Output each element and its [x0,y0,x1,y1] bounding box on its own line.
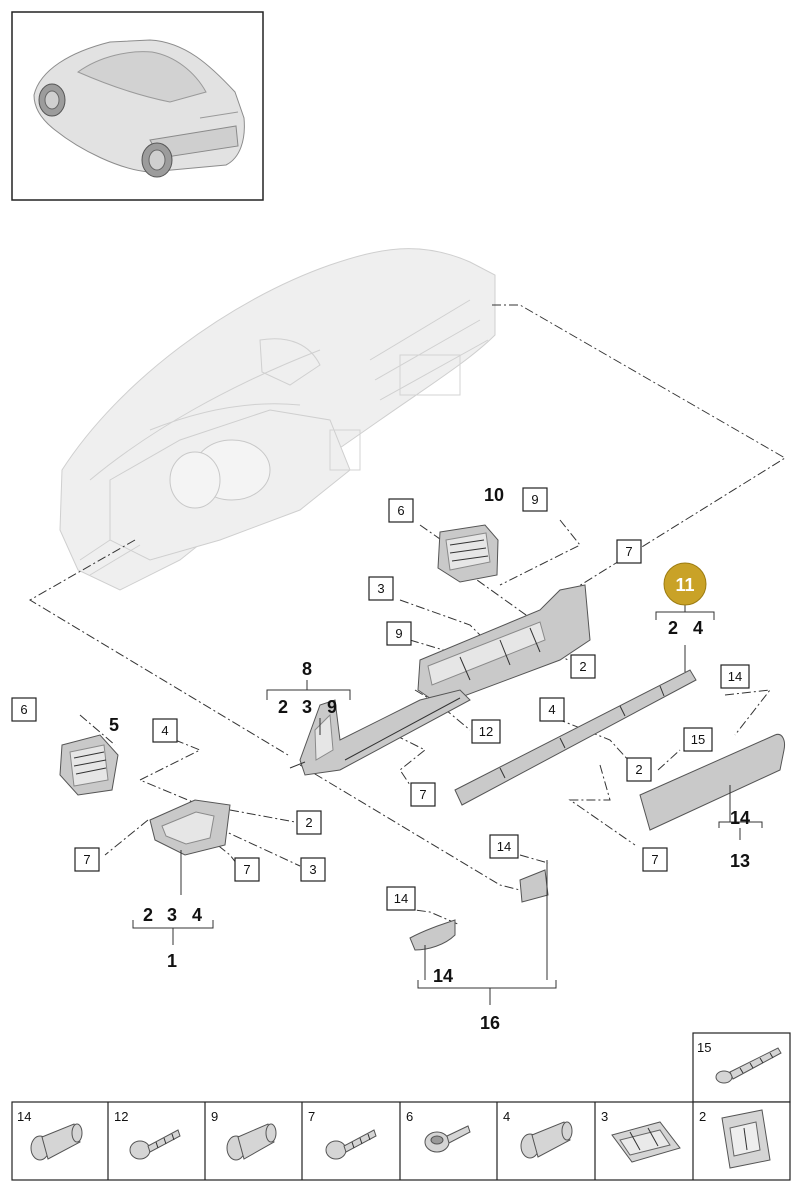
svg-text:7: 7 [625,544,632,559]
svg-text:9: 9 [395,626,402,641]
center-carrier-8 [289,689,471,776]
callout-13: 13 [730,851,750,871]
callout-11-sub-2: 2 [668,618,678,638]
callout-2-mid: 2 [570,654,596,679]
hardware-label: 7 [308,1109,315,1124]
svg-text:9: 9 [531,492,538,507]
vent-right-10 [437,524,499,583]
callout-9-mid: 9 [386,621,412,646]
callout-6-left: 6 [11,697,37,722]
hardware-label: 3 [601,1109,608,1124]
svg-text:4: 4 [548,702,555,717]
callout-15: 15 [683,727,713,752]
hardware-label: 6 [406,1109,413,1124]
flange-screw-icon [325,1129,377,1160]
svg-text:6: 6 [397,503,404,518]
callout-3-top: 3 [368,576,394,601]
svg-text:7: 7 [83,852,90,867]
svg-text:12: 12 [479,724,493,739]
bezel-left-1 [149,799,231,856]
push-rivet-icon [30,1123,83,1161]
callout-1-sub-3: 3 [167,905,177,925]
svg-text:3: 3 [309,862,316,877]
callout-4-left: 4 [152,718,178,743]
hardware-label: 2 [699,1109,706,1124]
hardware-label: 9 [211,1109,218,1124]
callout-10: 10 [484,485,504,505]
decor-panel-13 [639,733,785,831]
vent-left-5 [59,734,119,796]
hardware-legend: 15 14 12 9 7 6 4 3 2 [11,1032,791,1181]
callout-8: 8 [302,659,312,679]
long-screw-icon [715,1047,782,1084]
svg-text:11: 11 [675,575,694,595]
hardware-label: 12 [114,1109,128,1124]
push-rivet-icon [226,1123,277,1161]
dashboard-ghost [59,248,496,591]
svg-text:4: 4 [161,723,168,738]
svg-text:6: 6 [20,702,27,717]
callout-7-left: 7 [74,847,100,872]
hardware-label: 15 [697,1040,711,1055]
callout-2-right: 2 [626,757,652,782]
callout-7-center: 7 [410,782,436,807]
callout-16: 16 [480,1013,500,1033]
svg-text:14: 14 [394,891,408,906]
spring-clip-icon [611,1121,681,1163]
callout-1-sub-4: 4 [192,905,202,925]
hardware-label: 4 [503,1109,510,1124]
svg-text:2: 2 [635,762,642,777]
callout-14-right-top: 14 [720,664,750,689]
svg-text:14: 14 [728,669,742,684]
trim-16b [409,919,456,951]
callout-13-sub-14: 14 [730,808,750,828]
trim-strip-11 [454,669,697,806]
svg-text:3: 3 [377,581,384,596]
callout-5: 5 [109,715,119,735]
callout-1: 1 [167,951,177,971]
svg-text:2: 2 [579,659,586,674]
svg-text:7: 7 [243,862,250,877]
svg-text:2: 2 [305,815,312,830]
svg-text:7: 7 [419,787,426,802]
clip-nut-icon [721,1109,771,1169]
callout-11-sub-4: 4 [693,618,703,638]
vehicle-thumbnail [11,11,264,201]
callout-3-lower: 3 [300,857,326,882]
callout-9-top: 9 [522,487,548,512]
torx-bolt-icon [424,1125,471,1153]
callout-14-lower: 14 [386,886,416,911]
callout-7-lower: 7 [234,857,260,882]
svg-text:7: 7 [651,852,658,867]
callout-1-sub-2: 2 [143,905,153,925]
callout-8-sub-2: 2 [278,697,288,717]
svg-text:14: 14 [497,839,511,854]
callout-11-highlight: 11 [663,562,707,606]
svg-text:10: 10 [484,485,504,505]
callout-7-top: 7 [616,539,642,564]
callout-7-right: 7 [642,847,668,872]
callout-8-sub-3: 3 [302,697,312,717]
callout-4-right: 4 [539,697,565,722]
flange-screw-icon [129,1129,181,1160]
callout-8-sub-9: 9 [327,697,337,717]
trim-16a [519,869,549,903]
callout-14-center: 14 [489,834,519,859]
hardware-label: 14 [17,1109,31,1124]
callout-12: 12 [471,719,501,744]
push-rivet-icon [520,1121,573,1159]
callout-2-left: 2 [296,810,322,835]
callout-6-top: 6 [388,498,414,523]
trim-upper-right [417,584,591,706]
svg-text:15: 15 [691,732,705,747]
callout-16-sub-14: 14 [433,966,453,986]
